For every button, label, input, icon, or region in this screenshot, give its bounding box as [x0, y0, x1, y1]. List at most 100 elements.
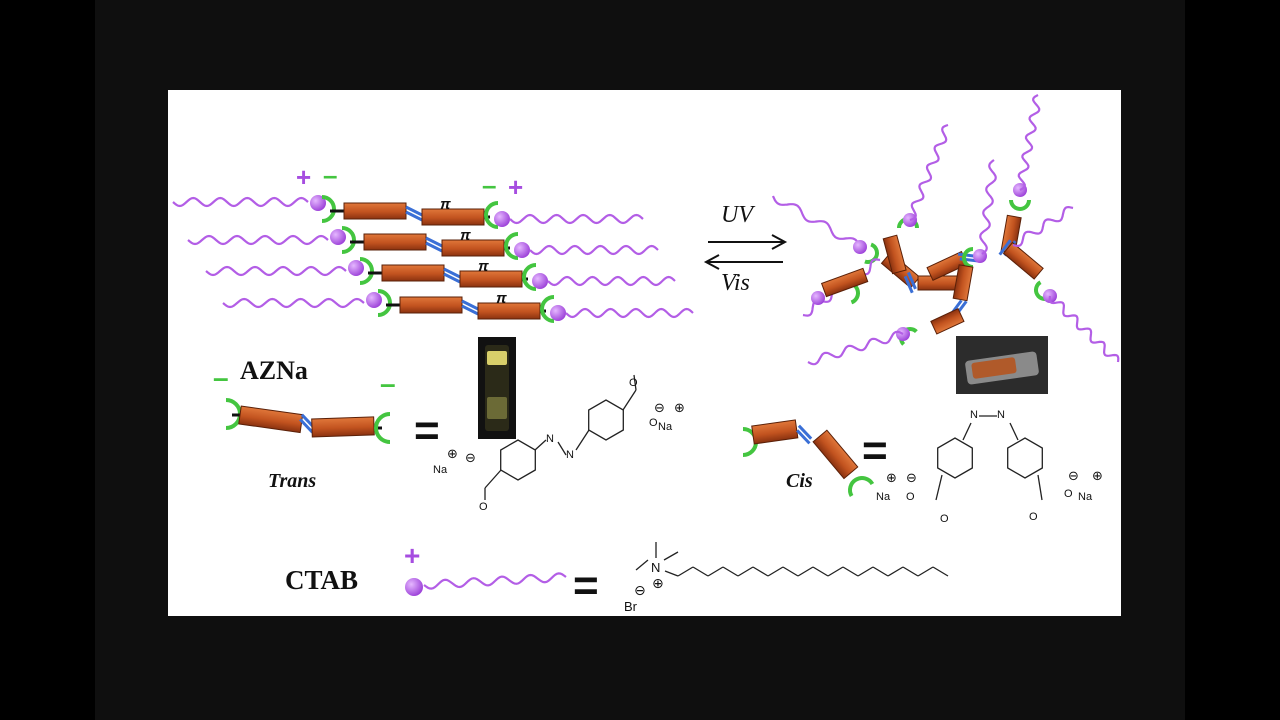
rod-segment — [477, 302, 541, 320]
cis-network-assembly — [771, 94, 1120, 366]
bond — [707, 566, 724, 577]
bond — [1037, 474, 1043, 501]
bond — [677, 566, 694, 577]
pi-stacking-label: π — [460, 227, 471, 244]
azobenzene-rod — [421, 208, 485, 226]
bond — [633, 374, 637, 391]
oxygen-atom: O — [906, 491, 915, 503]
vial-photo-cis — [956, 336, 1048, 394]
carboxylate-cap — [540, 295, 555, 323]
nitrogen-atom: N — [997, 409, 1005, 421]
ctab-tail — [1048, 295, 1120, 363]
ctab-tail — [909, 123, 949, 222]
oxygen-atom: O — [479, 501, 488, 513]
minus-charge: ⊖ — [906, 470, 917, 485]
plus-charge: ⊕ — [1092, 468, 1103, 483]
oxygen-atom: O — [629, 377, 638, 389]
uv-vis-arrows — [703, 234, 788, 270]
bond — [767, 566, 784, 577]
azo-link — [443, 267, 461, 284]
carboxylate-cap — [484, 201, 499, 229]
ctab-head-sphere — [330, 229, 346, 245]
rod-segment — [459, 270, 523, 288]
bond — [692, 566, 709, 577]
ctab-tail — [205, 265, 347, 277]
azna-label: AZNa — [240, 356, 308, 385]
carboxylate-cap — [1009, 199, 1031, 211]
bond — [534, 439, 547, 451]
bond — [782, 566, 799, 577]
rod-segment — [421, 208, 485, 226]
plus-charge: + — [296, 162, 311, 192]
benzene-ring — [937, 437, 973, 479]
bond — [737, 566, 754, 577]
bond — [857, 566, 874, 577]
carboxylate-cap — [377, 289, 392, 317]
nitrogen-atom: N — [970, 409, 978, 421]
ctab-tail — [1012, 205, 1074, 248]
pi-stacking-label: π — [496, 290, 507, 307]
bromide-label: Br — [624, 599, 638, 614]
bond — [622, 389, 637, 411]
rod-segment — [1002, 241, 1044, 280]
azobenzene-rod — [238, 405, 304, 434]
ctab-head-sphere — [532, 273, 548, 289]
carboxylate-cap — [848, 476, 875, 497]
rod-segment — [343, 202, 407, 220]
cis-label: Cis — [786, 470, 813, 492]
azobenzene-rod — [381, 264, 445, 282]
benzene-ring — [1007, 437, 1043, 479]
minus-charge: – — [482, 170, 496, 200]
ctab-tail — [187, 234, 329, 246]
sodium-label: Na — [658, 421, 673, 433]
plus-charge: ⊕ — [886, 470, 897, 485]
azobenzene-rod — [459, 270, 523, 288]
bond — [575, 429, 590, 451]
nitrogen-atom: N — [546, 433, 554, 445]
rod-segment — [381, 264, 445, 282]
azo-link — [405, 205, 423, 222]
sodium-label: Na — [876, 491, 891, 503]
azobenzene-rod — [751, 419, 799, 445]
minus-charge: – — [213, 362, 229, 393]
ctab-tail — [807, 330, 904, 366]
bond — [663, 551, 679, 561]
azobenzene-rod — [311, 416, 375, 438]
ctab-tail — [423, 572, 567, 590]
rod-segment — [441, 239, 505, 257]
equals-sign-ctab: = — [573, 561, 599, 610]
bond — [664, 570, 679, 577]
equals-sign-cis: = — [862, 426, 888, 475]
bond — [932, 566, 949, 577]
bond — [722, 566, 739, 577]
pi-stacking-label: π — [478, 258, 489, 275]
minus-charge: – — [323, 160, 337, 190]
trans-label: Trans — [268, 470, 317, 492]
bond — [1009, 422, 1019, 441]
vial-photo-trans — [478, 337, 516, 439]
azobenzene-rod — [1002, 241, 1044, 280]
ctab-tail — [222, 297, 365, 309]
bond — [557, 441, 567, 456]
rod-segment — [311, 416, 375, 438]
plus-charge: ⊕ — [674, 400, 685, 415]
ctab-tail — [547, 275, 676, 287]
azo-link — [461, 299, 479, 316]
azobenzene-rod — [952, 264, 974, 302]
ctab-head-sphere — [514, 242, 530, 258]
azobenzene-rod — [882, 234, 907, 275]
rod-segment — [930, 307, 965, 335]
vis-label: Vis — [721, 270, 750, 296]
rod-segment — [812, 429, 859, 480]
nitrogen-atom: N — [651, 560, 660, 575]
bond — [635, 559, 649, 571]
oxygen-atom: O — [649, 417, 658, 429]
azo-link — [425, 236, 443, 253]
azobenzene-rod — [363, 233, 427, 251]
plus-charge: + — [404, 540, 420, 571]
ctab-head-sphere — [853, 240, 867, 254]
bond — [827, 566, 844, 577]
